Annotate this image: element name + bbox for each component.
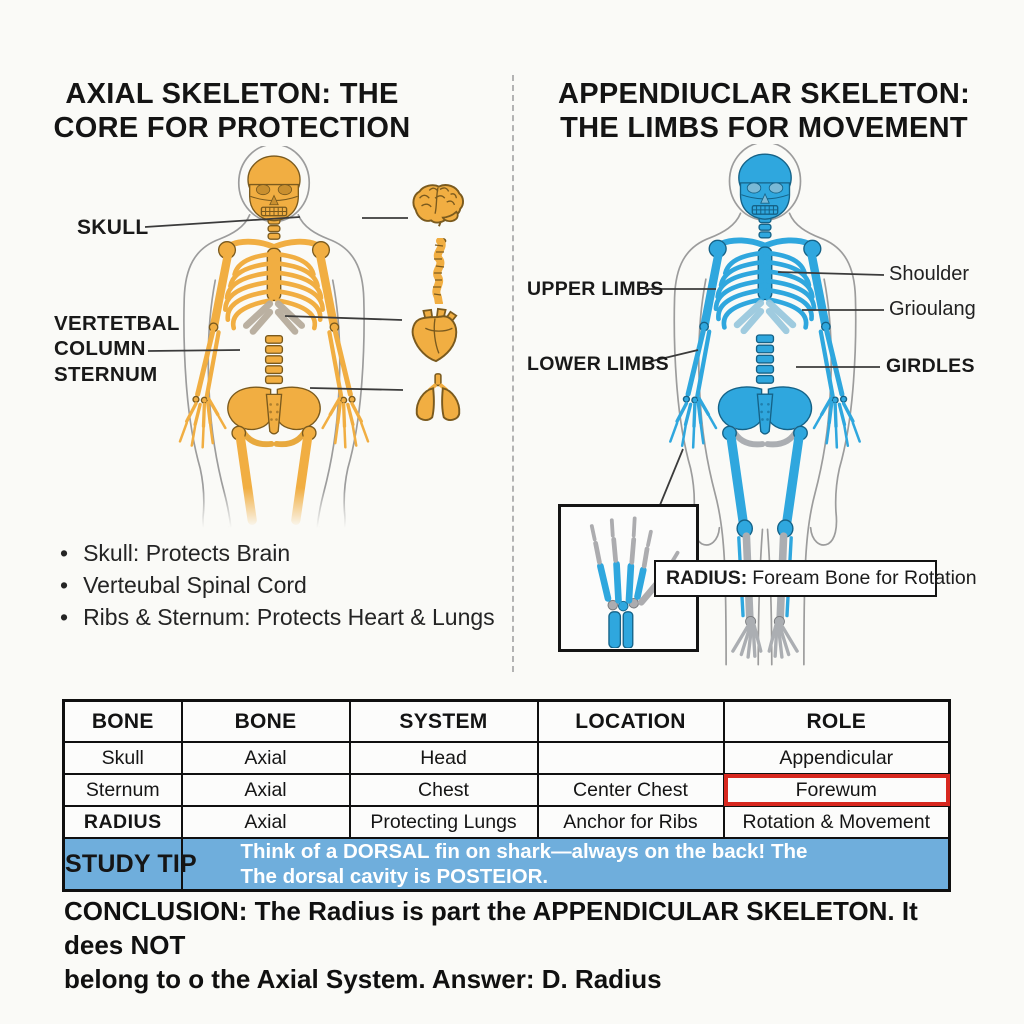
col-header-location: LOCATION — [536, 699, 725, 743]
cell: Chest — [348, 773, 539, 807]
appendicular-title-line1: APPENDIUCLAR SKELETON: — [557, 78, 971, 110]
girdles-label: GIRDLES — [886, 355, 975, 377]
axial-skeleton-drawing — [180, 144, 368, 663]
cell: Axial — [180, 773, 351, 807]
axial-title-line2: CORE FOR PROTECTION — [53, 111, 411, 144]
appendicular-skeleton-figure — [638, 142, 892, 668]
brain-icon — [412, 184, 465, 227]
panel-divider — [512, 75, 514, 672]
lower-limbs-label: LOWER LIMBS — [527, 353, 669, 375]
appendicular-skeleton-drawing — [670, 142, 860, 665]
girdle-word-label: Grioulang — [889, 298, 976, 320]
skull-label: SKULL — [77, 216, 149, 239]
cell: Skull — [62, 741, 183, 775]
cell: Axial — [180, 741, 351, 775]
col-header-role: ROLE — [722, 699, 951, 743]
axial-title: AXIAL SKELETON: THE CORE FOR PROTECTION — [22, 78, 442, 145]
cell: Sternum — [62, 773, 183, 807]
study-tip-label: STUDY TIP — [62, 837, 197, 892]
table-header-row: BONE BONE SYSTEM LOCATION ROLE — [62, 699, 951, 743]
cell: Axial — [180, 805, 351, 839]
vertebral-label-line2: COLUMN — [54, 337, 146, 361]
vertebral-column-label: VERTETBAL COLUMN STERNUM — [54, 311, 180, 387]
radius-callout: RADIUS: Foream Bone for Rotation — [654, 560, 977, 597]
appendicular-title: APPENDIUCLAR SKELETON: THE LIMBS FOR MOV… — [548, 78, 980, 145]
heart-icon — [411, 307, 458, 363]
highlighted-cell: Forewum — [722, 773, 951, 807]
study-tip-line1: Think of a DORSAL fin on shark—always on… — [240, 840, 808, 863]
axial-title-line1: AXIAL SKELETON: THE — [65, 78, 399, 110]
hand-bones-drawing — [589, 516, 680, 649]
cell: Center Chest — [536, 773, 725, 807]
vertebral-label-line3: STERNUM — [54, 362, 158, 386]
appendicular-title-line2: THE LIMBS FOR MOVEMENT — [560, 111, 968, 144]
radius-callout-text: Foream Bone for Rotation — [752, 567, 977, 589]
shoulder-label: Shoulder — [889, 263, 970, 285]
study-tip-text: Think of a DORSAL fin on shark—always on… — [180, 837, 951, 892]
list-item: Skull: Protects Brain — [60, 537, 520, 569]
study-tip-row: STUDY TIP Think of a DORSAL fin on shark… — [62, 837, 951, 892]
figure-fade — [140, 488, 420, 538]
vertebral-label-line1: VERTETBAL — [54, 312, 180, 335]
study-tip-line2: The dorsal cavity is POSTEIOR. — [240, 865, 549, 888]
radius-callout-term: RADIUS: — [666, 567, 748, 589]
list-item: Ribs & Sternum: Protects Heart & Lungs — [60, 601, 520, 633]
col-header-bone-1: BONE — [62, 699, 183, 743]
list-item: Verteubal Spinal Cord — [60, 569, 520, 601]
cell: Appendicular — [722, 741, 951, 775]
table-row: Sternum Axial Chest Center Chest Forewum — [62, 773, 951, 807]
conclusion-line1: CONCLUSION: The Radius is part the APPEN… — [64, 896, 918, 960]
radius-cell: RADIUS — [62, 805, 183, 839]
conclusion-text: CONCLUSION: The Radius is part the APPEN… — [64, 895, 979, 996]
upper-limbs-label: UPPER LIMBS — [527, 278, 664, 300]
lungs-icon — [415, 373, 461, 421]
cell: Head — [348, 741, 539, 775]
cell: Anchor for Ribs — [536, 805, 725, 839]
axial-facts-list: Skull: Protects Brain Verteubal Spinal C… — [60, 537, 520, 633]
spine-icon — [432, 238, 447, 304]
cell: Protecting Lungs — [348, 805, 539, 839]
cell — [536, 741, 725, 775]
cell: Rotation & Movement — [722, 805, 951, 839]
conclusion-line2: belong to o the Axial System. Answer: D.… — [64, 963, 662, 994]
table-row: RADIUS Axial Protecting Lungs Anchor for… — [62, 805, 951, 839]
col-header-system: SYSTEM — [348, 699, 539, 743]
axial-skeleton-figure — [148, 144, 400, 663]
col-header-bone-2: BONE — [180, 699, 351, 743]
table-row: Skull Axial Head Appendicular — [62, 741, 951, 775]
bone-comparison-table: BONE BONE SYSTEM LOCATION ROLE Skull Axi… — [62, 699, 951, 892]
